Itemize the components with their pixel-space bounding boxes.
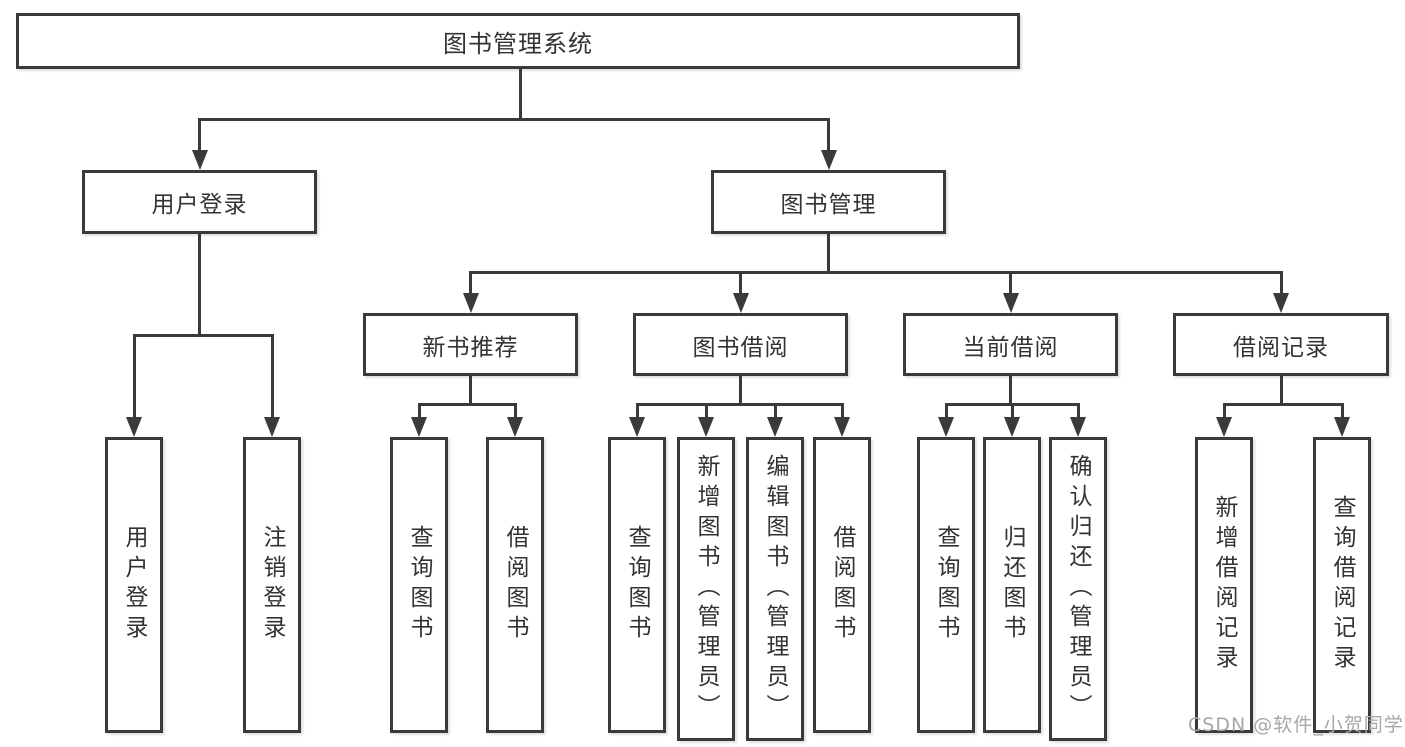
arrowhead-borrowrecord	[1273, 293, 1289, 313]
arrowhead-userlogin	[191, 150, 208, 170]
arrowhead-newbookrec	[462, 293, 479, 313]
connector-leaf-addbook-drop	[704, 403, 708, 421]
arrowhead-leaf-userlogin	[126, 417, 142, 437]
connector-root-split	[198, 118, 830, 121]
connector-newbookrec-split	[417, 403, 517, 406]
arrowhead-leaf-borrowbook2	[834, 417, 850, 437]
arrowhead-leaf-borrowbook1	[507, 417, 523, 437]
connector-leaf-queryrecord-drop	[1340, 403, 1344, 421]
leaf-borrow-book-rec: 借阅图书	[486, 437, 544, 733]
node-root: 图书管理系统	[16, 13, 1020, 69]
arrowhead-leaf-editbook	[767, 417, 783, 437]
leaf-edit-book: 编辑图书（管理员）	[746, 437, 804, 741]
arrowhead-leaf-querybook2	[629, 417, 645, 437]
arrowhead-leaf-querybook1	[411, 417, 427, 437]
leaf-return-book: 归还图书	[983, 437, 1041, 733]
leaf-query-book-borrow: 查询图书	[608, 437, 666, 733]
connector-leaf-confirmreturn-drop	[1076, 403, 1080, 421]
connector-borrowrecord-split	[1222, 403, 1344, 406]
node-current-borrow: 当前借阅	[903, 313, 1118, 376]
connector-bookmgmt-stem	[827, 234, 830, 273]
connector-leaf-querybook2-drop	[635, 403, 639, 421]
arrowhead-leaf-addrecord	[1216, 417, 1232, 437]
connector-bookmgmt-split	[469, 271, 1282, 274]
connector-currentborrow-drop	[1009, 271, 1012, 297]
arrowhead-bookborrow	[732, 293, 749, 313]
arrowhead-currentborrow	[1002, 293, 1019, 313]
arrowhead-leaf-querybook3	[938, 417, 954, 437]
connector-userlogin-stem	[198, 234, 201, 336]
arrowhead-leaf-logout	[264, 417, 280, 437]
connector-leaf-returnbook-drop	[1010, 403, 1014, 421]
connector-bookmgmt-drop	[827, 118, 830, 154]
leaf-query-book-rec: 查询图书	[390, 437, 448, 733]
leaf-logout: 注销登录	[243, 437, 301, 733]
arrowhead-leaf-queryrecord	[1334, 417, 1350, 437]
leaf-query-borrow-record: 查询借阅记录	[1313, 437, 1371, 733]
connector-newbookrec-stem	[469, 376, 472, 406]
connector-leaf-querybook1-drop	[417, 403, 421, 421]
arrowhead-bookmgmt	[820, 150, 837, 170]
node-user-login: 用户登录	[82, 170, 317, 234]
leaf-borrow-book-borrow: 借阅图书	[813, 437, 871, 733]
connector-leaf-userlogin-drop	[132, 334, 136, 420]
connector-newbookrec-drop	[469, 271, 472, 297]
node-new-book-rec: 新书推荐	[363, 313, 578, 376]
connector-leaf-querybook3-drop	[944, 403, 948, 421]
connector-leaf-addrecord-drop	[1222, 403, 1226, 421]
arrowhead-leaf-addbook	[698, 417, 714, 437]
connector-bookborrow-stem	[739, 376, 742, 406]
connector-root-stem	[518, 69, 522, 119]
node-borrow-record: 借阅记录	[1173, 313, 1389, 376]
connector-leaf-editbook-drop	[773, 403, 777, 421]
connector-userlogin-split	[132, 334, 274, 337]
leaf-user-login: 用户登录	[105, 437, 163, 733]
connector-bookborrow-drop	[739, 271, 742, 297]
leaf-query-book-current: 查询图书	[917, 437, 975, 733]
connector-bookborrow-split	[635, 403, 844, 406]
connector-leaf-logout-drop	[270, 334, 274, 420]
arrowhead-leaf-returnbook	[1004, 417, 1020, 437]
leaf-confirm-return: 确认归还（管理员）	[1049, 437, 1107, 741]
connector-borrowrecord-drop	[1279, 271, 1283, 297]
connector-borrowrecord-stem	[1279, 376, 1283, 406]
connector-userlogin-drop	[198, 118, 201, 154]
leaf-add-borrow-record: 新增借阅记录	[1195, 437, 1253, 733]
arrowhead-leaf-confirmreturn	[1070, 417, 1086, 437]
node-book-mgmt: 图书管理	[711, 170, 946, 234]
node-book-borrow: 图书借阅	[633, 313, 848, 376]
connector-currentborrow-stem	[1009, 376, 1012, 406]
connector-leaf-borrowbook2-drop	[840, 403, 844, 421]
leaf-add-book: 新增图书（管理员）	[677, 437, 735, 741]
connector-leaf-borrowbook1-drop	[513, 403, 517, 421]
